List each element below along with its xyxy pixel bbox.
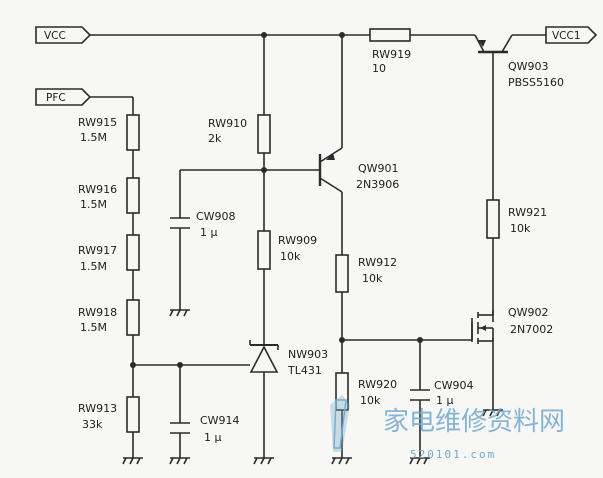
capacitor-cw904: CW904 1 µ [410,379,474,407]
resistor-rw919: RW919 10 [369,28,411,75]
rw910-value: 2k [208,132,222,145]
ground-symbols [122,309,503,465]
cw908-value: 1 µ [200,226,218,239]
qw901-value: 2N3906 [356,178,399,191]
port-vcc1: VCC1 [545,26,598,44]
resistor-rw910: RW910 2k [208,114,271,154]
rw921-value: 10k [510,222,531,235]
resistor-rw915: RW915 1.5M [78,114,140,151]
resistor-rw913: RW913 33k [78,396,140,433]
watermark-text: 家电维修资料网 [383,407,565,437]
resistor-rw920: RW920 10k [335,372,397,411]
qw901-ref: QW901 [358,162,399,175]
qw902-ref: QW902 [508,306,549,319]
shunt-regulator-nw903: NW903 TL431 [249,340,328,377]
cw908-ref: CW908 [196,210,236,223]
watermark-logo-icon [330,395,350,452]
ground-icon [331,457,352,465]
resistor-rw918: RW918 1.5M [78,299,140,336]
cw914-value: 1 µ [204,431,222,444]
ground-icon [253,457,274,465]
rw913-ref: RW913 [78,402,117,415]
capacitor-cw914: CW914 1 µ [170,414,240,444]
cw914-ref: CW914 [200,414,240,427]
rw918-ref: RW918 [78,306,117,319]
rw909-ref: RW909 [278,234,317,247]
nw903-value: TL431 [287,364,322,377]
junctions [130,32,423,368]
port-vcc1-label: VCC1 [552,30,581,42]
resistor-rw917: RW917 1.5M [78,234,140,273]
rw912-value: 10k [362,272,383,285]
rw909-value: 10k [280,250,301,263]
ground-icon [122,457,143,465]
cw904-ref: CW904 [434,379,474,392]
rw910-ref: RW910 [208,117,247,130]
rw916-value: 1.5M [80,198,107,211]
resistor-rw921: RW921 10k [486,199,547,239]
rw918-value: 1.5M [80,321,107,334]
port-vcc-label: VCC [44,30,66,42]
nw903-ref: NW903 [288,348,328,361]
rw921-ref: RW921 [508,206,547,219]
wires [90,34,546,458]
resistor-rw909: RW909 10k [257,230,317,270]
qw903-value: PBSS5160 [508,76,564,89]
resistor-rw912: RW912 10k [335,254,397,293]
qw903-ref: QW903 [508,60,549,73]
qw902-value: 2N7002 [510,323,553,336]
rw913-value: 33k [82,418,103,431]
ground-icon [409,457,430,465]
rw916-ref: RW916 [78,183,117,196]
rw919-ref: RW919 [372,48,411,61]
ground-icon [169,457,190,465]
rw920-value: 10k [360,394,381,407]
rw912-ref: RW912 [358,256,397,269]
rw915-ref: RW915 [78,116,117,129]
transistor-qw903: QW903 PBSS5160 [474,34,564,89]
rw917-ref: RW917 [78,244,117,257]
watermark: 家电维修资料网 520101.com [330,395,565,461]
ground-icon [169,309,190,317]
rw917-value: 1.5M [80,260,107,273]
resistor-rw916: RW916 1.5M [78,177,140,214]
rw919-value: 10 [372,62,386,75]
cw904-value: 1 µ [436,394,454,407]
watermark-url: 520101.com [410,448,496,461]
port-pfc: PFC [35,88,92,106]
port-vcc: VCC [35,26,92,44]
rw920-ref: RW920 [358,378,397,391]
capacitor-cw908: CW908 1 µ [170,210,236,239]
port-pfc-label: PFC [46,92,66,104]
transistor-qw902: QW902 2N7002 [471,306,553,344]
ground-icon [482,409,503,417]
rw915-value: 1.5M [80,131,107,144]
transistor-qw901: QW901 2N3906 [318,147,399,193]
